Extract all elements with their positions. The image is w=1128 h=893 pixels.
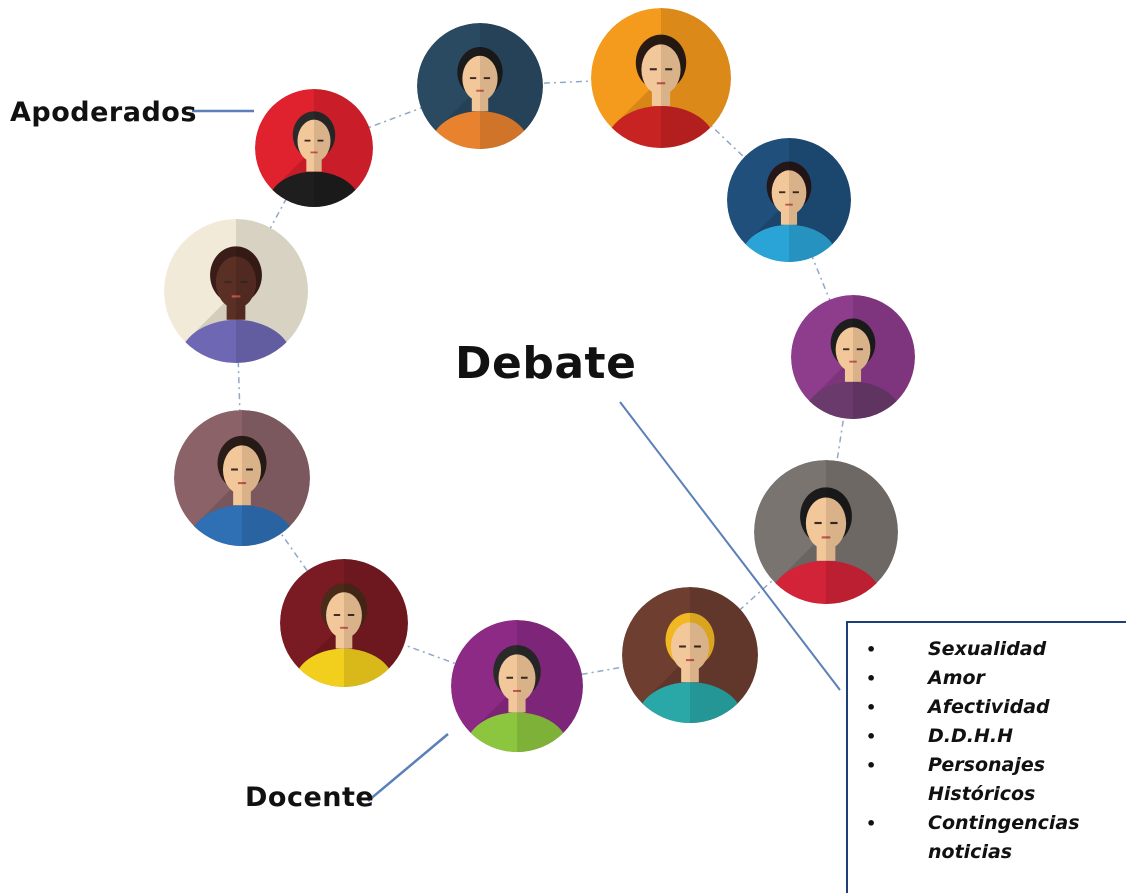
face-shape	[215, 256, 257, 309]
face-shape	[835, 327, 871, 372]
topic-text: Sexualidad	[928, 638, 1047, 660]
face-shape	[222, 445, 262, 495]
topics-list: •Sexualidad •Amor •Afectividad •D.D.H.H …	[866, 635, 1122, 867]
bullet-icon: •	[866, 640, 877, 659]
debate-title: Debate	[455, 338, 637, 389]
topics-box: •Sexualidad •Amor •Afectividad •D.D.H.H …	[846, 621, 1126, 893]
topic-text: Contingencias noticias	[928, 812, 1080, 863]
smiling-man-avatar	[417, 23, 543, 149]
participants	[164, 8, 915, 752]
woman-long-hair-avatar	[727, 138, 851, 262]
apoderados-label: Apoderados	[10, 97, 197, 128]
topic-text: D.D.H.H	[928, 725, 1013, 747]
man-curly-hair-avatar	[754, 460, 898, 604]
man-glasses-suit-avatar	[791, 295, 915, 419]
face-shape	[326, 592, 362, 639]
face-shape	[498, 654, 536, 702]
topic-text: Personajes Históricos	[928, 754, 1046, 805]
topic-item: • Personajes Históricos	[866, 751, 1122, 809]
shirt-shape	[740, 224, 838, 262]
bullet-icon: •	[866, 698, 877, 717]
face-shape	[771, 170, 807, 215]
docente-label: Docente	[245, 782, 375, 813]
topic-item: • Amor	[866, 664, 1122, 693]
shirt-shape	[430, 111, 530, 149]
topic-item: • Afectividad	[866, 693, 1122, 722]
shirt-shape	[636, 682, 744, 723]
shirt-shape	[267, 171, 361, 207]
docente-connector-line	[367, 733, 449, 802]
dark-skin-man-avatar	[164, 219, 308, 363]
shirt-shape	[804, 381, 902, 419]
topic-text: Afectividad	[928, 696, 1050, 718]
topic-item: • D.D.H.H	[866, 722, 1122, 751]
topic-item: • Contingencias noticias	[866, 809, 1122, 867]
woman-bangs-avatar	[280, 559, 408, 687]
bullet-icon: •	[866, 727, 877, 746]
shirt-shape	[606, 106, 716, 148]
woman-curly-blonde-avatar	[622, 587, 758, 723]
shirt-shape	[769, 560, 883, 604]
topic-text: Amor	[928, 667, 985, 689]
shirt-shape	[294, 648, 394, 687]
woman-short-hair-avatar	[255, 89, 373, 207]
bullet-icon: •	[866, 756, 877, 775]
topic-item: • Sexualidad	[866, 635, 1122, 664]
bullet-icon: •	[866, 669, 877, 688]
debate-connector-line	[619, 401, 841, 691]
man-bowtie-avatar	[591, 8, 731, 148]
face-shape	[462, 55, 498, 102]
face-shape	[297, 119, 331, 163]
bullet-icon: •	[866, 814, 877, 833]
face-shape	[805, 497, 847, 550]
shirt-shape	[465, 712, 569, 752]
face-shape	[641, 44, 681, 95]
bearded-man-teacher-avatar	[451, 620, 583, 752]
bald-bearded-man-avatar	[174, 410, 310, 546]
face-shape	[670, 622, 710, 672]
shirt-shape	[179, 319, 293, 363]
shirt-shape	[188, 505, 296, 546]
